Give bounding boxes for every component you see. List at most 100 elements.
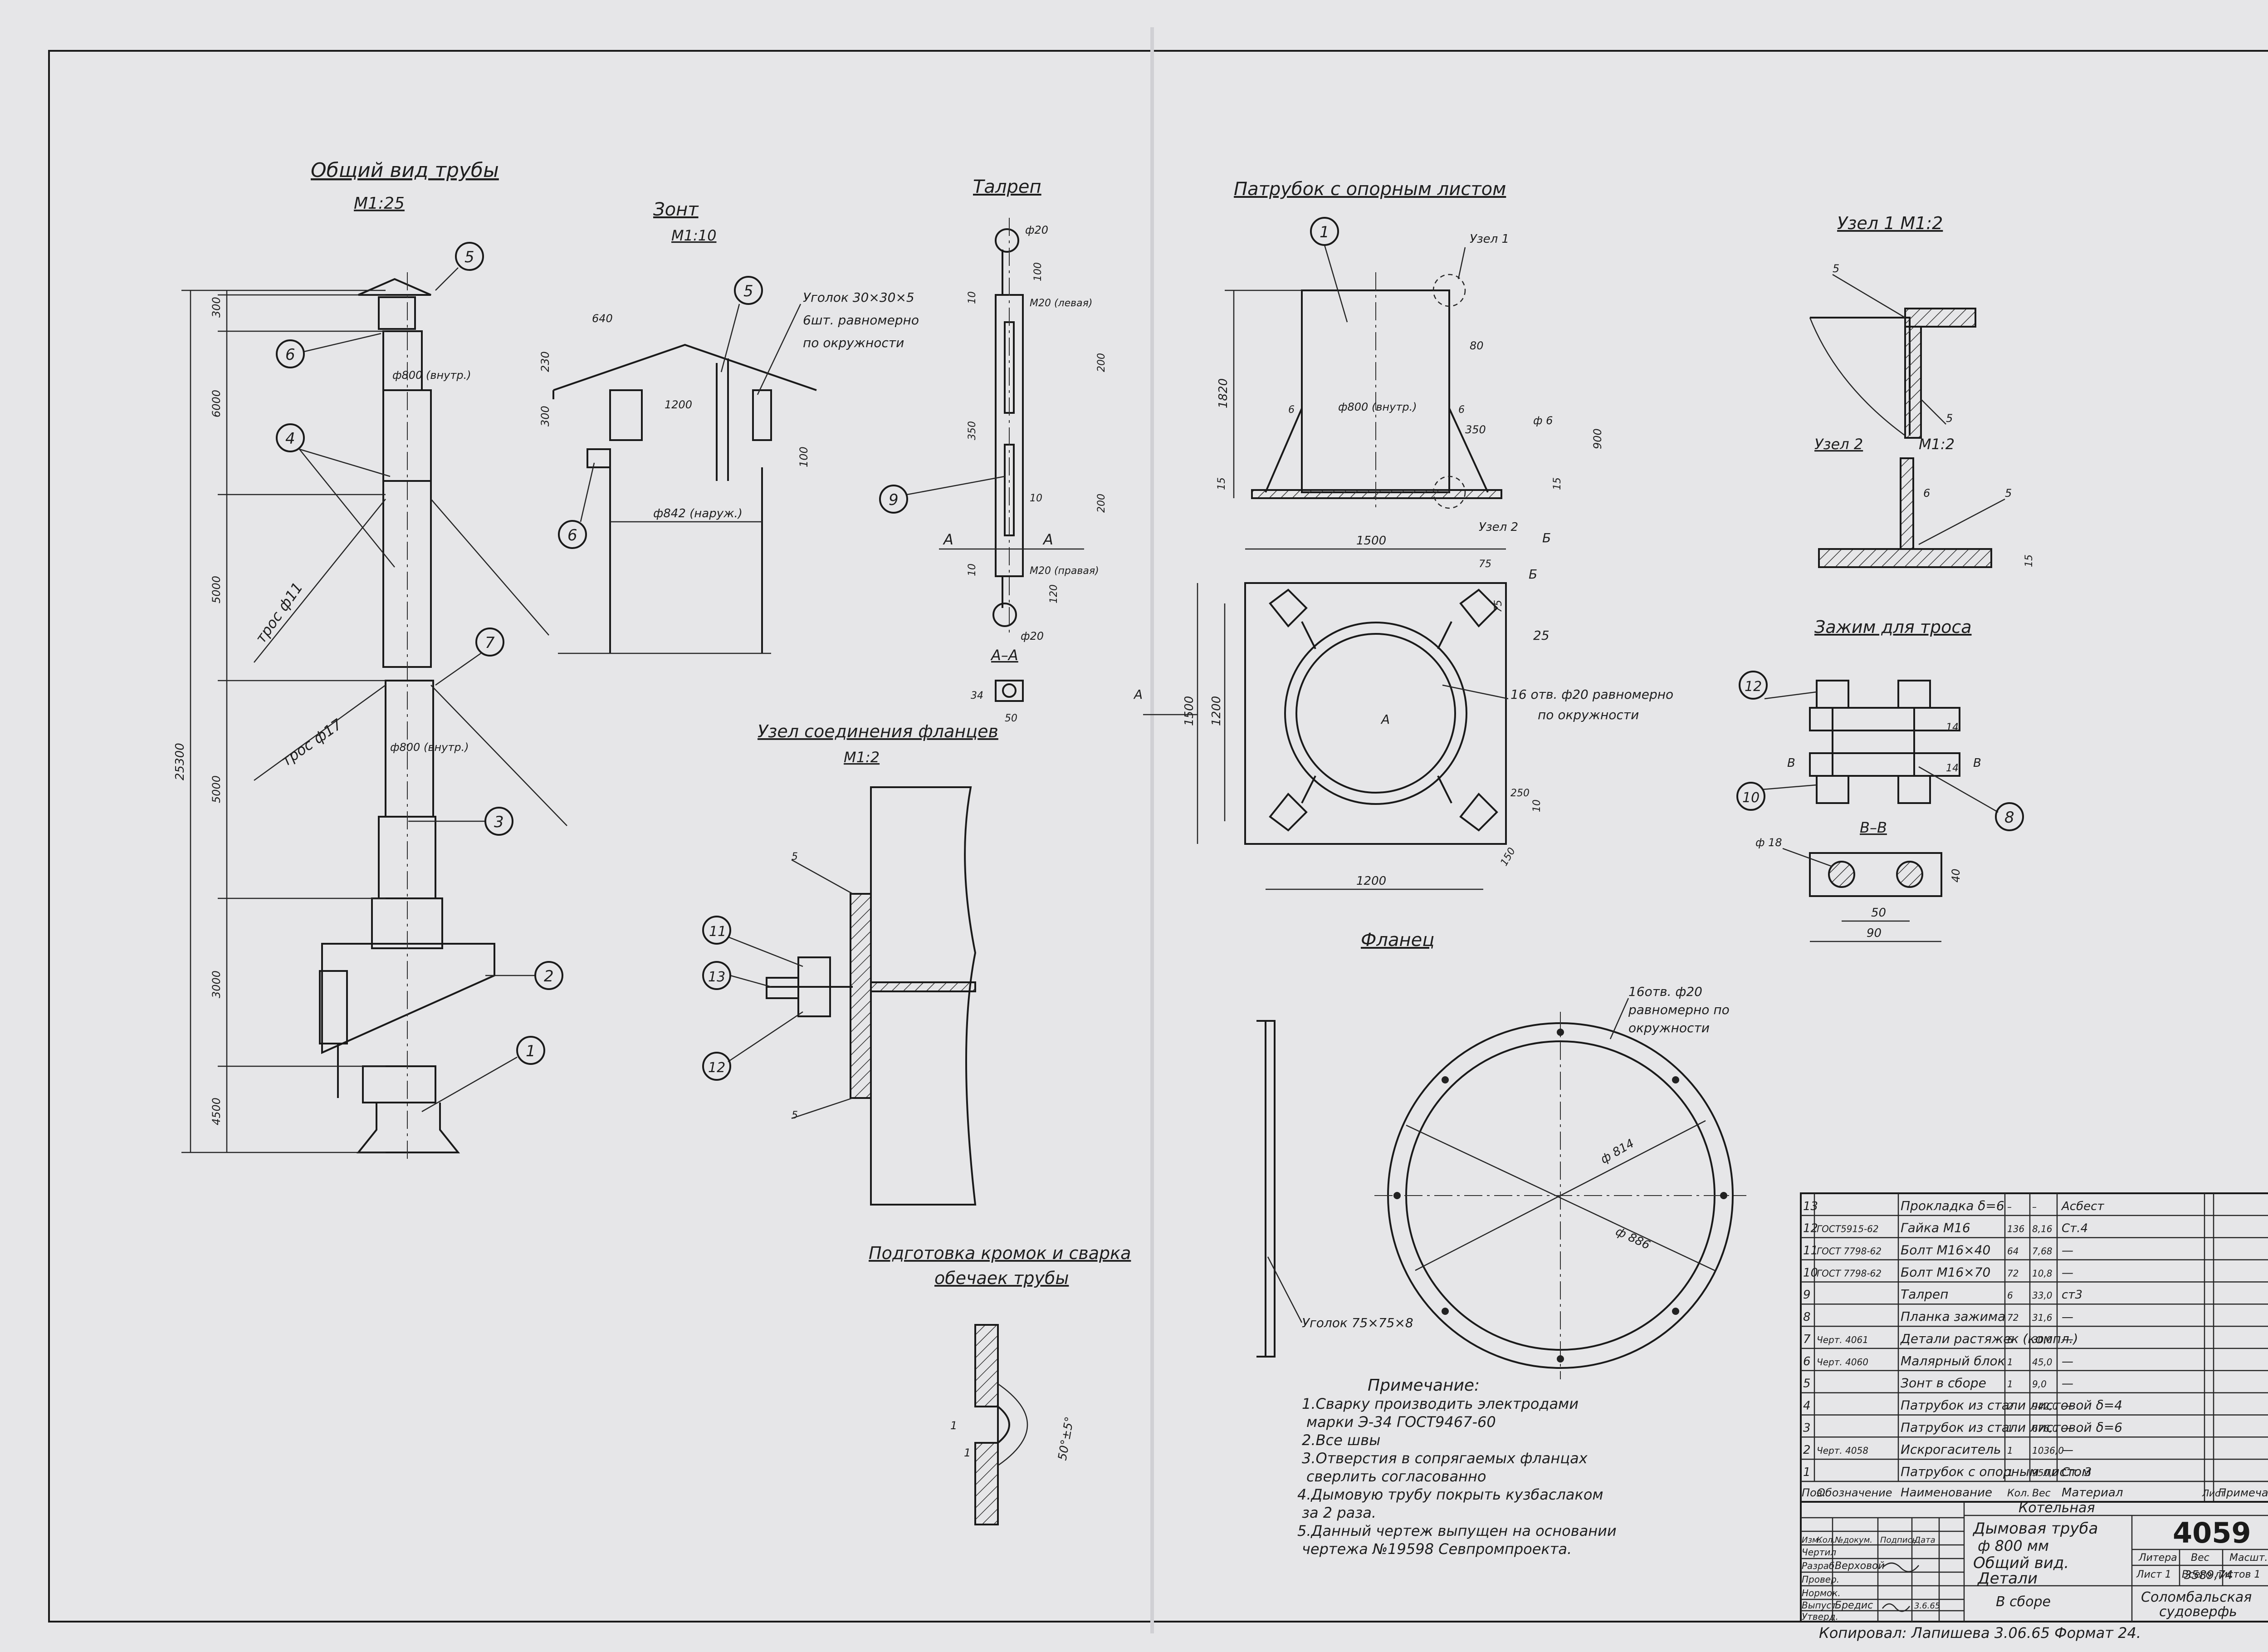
tb-dim-350: 350 xyxy=(967,421,978,440)
cable-clamp-view: Зажим для троса 14 14 В В 12 10 8 В–В ф … xyxy=(1736,617,2024,942)
flange-holes-3: окружности xyxy=(1628,1020,1710,1035)
signature-mark-1 xyxy=(1882,1562,1919,1572)
svg-text:Утверд.: Утверд. xyxy=(1802,1611,1838,1622)
bom-header-material: Материал xyxy=(2062,1486,2123,1500)
notes-block: Примечание: 1.Сварку производить электро… xyxy=(1297,1376,1617,1558)
bom-cell: 2 xyxy=(1803,1443,1811,1457)
flange-joint-weld-b: 5 xyxy=(792,1110,798,1121)
dim-300: 300 xyxy=(210,297,223,318)
tb-dim-10c: 10 xyxy=(967,564,978,576)
bom-cell: 1 xyxy=(1803,1466,1811,1479)
umbrella-dim-842: ф842 (наруж.) xyxy=(653,507,743,520)
bom-cell: ГОСТ5915-62 xyxy=(1817,1224,1879,1235)
bom-cell: — xyxy=(2062,1333,2073,1346)
bom-header-row: Поз. Обозначение Наименование Кол. Вес М… xyxy=(1802,1486,2268,1500)
umbrella-note-1: Уголок 30×30×5 xyxy=(803,290,914,305)
bom-cell: 6 xyxy=(1803,1355,1811,1368)
tb-dim-m20-right: M20 (правая) xyxy=(1030,565,1099,577)
bom-cell: Талреп xyxy=(1901,1287,1948,1302)
edge-prep-gap-a: 1 xyxy=(950,1419,957,1432)
umbrella-note-3: по окружности xyxy=(803,335,904,350)
bom-cell: 72 xyxy=(2007,1312,2019,1323)
bom-cell: Малярный блок xyxy=(1901,1353,2005,1368)
umbrella-view: Зонт М1:10 640 230 300 1200 100 ф842 (на… xyxy=(539,199,919,654)
bom-cell: 10,8 xyxy=(2032,1268,2053,1279)
umbrella-dim-300: 300 xyxy=(539,406,552,426)
node2-dim-15: 15 xyxy=(2024,554,2035,567)
svg-text:13: 13 xyxy=(708,969,725,985)
tb-date: 3.6.65 xyxy=(1914,1601,1940,1611)
turnbuckle-title: Талреп xyxy=(973,176,1041,197)
tb-col-litera: Литера xyxy=(2138,1552,2177,1564)
flange-joint-scale: М1:2 xyxy=(844,749,880,766)
nozzle-node1-label: Узел 1 xyxy=(1470,232,1509,246)
tb-dim-d20a: ф20 xyxy=(1025,224,1048,236)
umbrella-dim-1200: 1200 xyxy=(665,398,692,411)
svg-text:6: 6 xyxy=(567,526,577,544)
clamp-section-b1: В xyxy=(1787,756,1795,770)
nozzle-dim-1820: 1820 xyxy=(1217,378,1230,408)
bom-cell: Патрубок из стали листовой δ=6 xyxy=(1901,1420,2122,1435)
tb-dim-d20b: ф20 xyxy=(1021,630,1044,642)
bom-cell: Ст.4 xyxy=(2062,1222,2088,1235)
pipe-dia-lower: ф800 (внутр.) xyxy=(390,741,469,754)
svg-text:1: 1 xyxy=(1320,223,1330,241)
nozzle-title: Патрубок с опорным листом xyxy=(1234,179,1506,200)
bom-cell: 136 xyxy=(2007,1224,2024,1235)
svg-text:Кол.: Кол. xyxy=(1817,1535,1835,1545)
note-line-6: 4.Дымовую трубу покрыть кузбаслаком xyxy=(1297,1486,1603,1503)
bom-cell: 5 xyxy=(1803,1377,1811,1391)
clamp-section-dim-50: 50 xyxy=(1871,906,1886,920)
bom-header-pos: Поз. xyxy=(1802,1486,1826,1499)
bom-cell: Болт М16×40 xyxy=(1901,1243,1990,1258)
svg-text:12: 12 xyxy=(708,1060,725,1076)
svg-text:2: 2 xyxy=(544,967,554,985)
tb-callout-9: 9 xyxy=(879,476,1005,514)
bom-cell: 2 xyxy=(2007,1401,2013,1412)
pipe-general-scale: М1:25 xyxy=(354,194,405,213)
node2-scale: М1:2 xyxy=(1919,436,1955,453)
plate-dim-1500-v: 1500 xyxy=(1183,696,1196,726)
tb-section-a-right: A xyxy=(1042,531,1053,548)
tb-org-1: Соломбальская xyxy=(2141,1589,2252,1605)
node1-view: Узел 1 М1:2 5 5 xyxy=(1809,213,1976,439)
pipe-callout-5: 5 xyxy=(435,242,484,291)
umbrella-dim-230: 230 xyxy=(539,351,552,372)
plate-holes-line1: 16 отв. ф20 равномерно xyxy=(1510,687,1673,702)
bom-cell: Искрогаситель xyxy=(1901,1442,2001,1457)
bom-cell: Детали растяжек (компл.) xyxy=(1900,1331,2078,1346)
bom-cell: — xyxy=(2062,1399,2073,1412)
bom-header-name: Наименование xyxy=(1901,1486,1992,1500)
nozzle-weld-6: ф 6 xyxy=(1533,414,1553,427)
bom-cell: — xyxy=(2062,1421,2073,1435)
tb-dim-m20-left: M20 (левая) xyxy=(1030,298,1092,309)
plate-dim-75b: 75 xyxy=(1493,600,1504,613)
bom-cell: Ст. 3 xyxy=(2062,1466,2092,1479)
clamp-dim-14b: 14 xyxy=(1946,763,1959,774)
tb-drawing-no: 4059 xyxy=(2173,1516,2251,1549)
bom-cell: 1 xyxy=(2007,1423,2013,1434)
clamp-section-dim-40: 40 xyxy=(1950,868,1962,882)
clamp-section-bb-title: В–В xyxy=(1860,819,1887,836)
bom-cell: — xyxy=(2062,1310,2073,1324)
tb-dim-120: 120 xyxy=(1048,584,1060,603)
fj-callout-12: 12 xyxy=(702,1011,803,1081)
bom-header-sheet: Лист xyxy=(2202,1488,2226,1499)
dim-6000: 6000 xyxy=(210,390,223,417)
bom-cell: 13 xyxy=(1803,1200,1818,1213)
bom-cell: 1 xyxy=(2007,1357,2013,1368)
bom-cell: 11 xyxy=(1803,1244,1818,1258)
title-block: Котельная Дымовая труба ф 800 мм Общий в… xyxy=(1800,1500,2268,1623)
bom-cell: – xyxy=(2032,1201,2037,1212)
bom-cell: 12 xyxy=(1803,1222,1818,1235)
tb-section-a-left: A xyxy=(943,531,953,548)
pipe-callout-1: 1 xyxy=(421,1036,545,1113)
flange-joint-weld-a: 5 xyxy=(792,851,798,863)
bom-cell: – xyxy=(2007,1201,2012,1212)
node2-dim-5: 5 xyxy=(2005,487,2012,500)
umbrella-title: Зонт xyxy=(653,199,699,220)
